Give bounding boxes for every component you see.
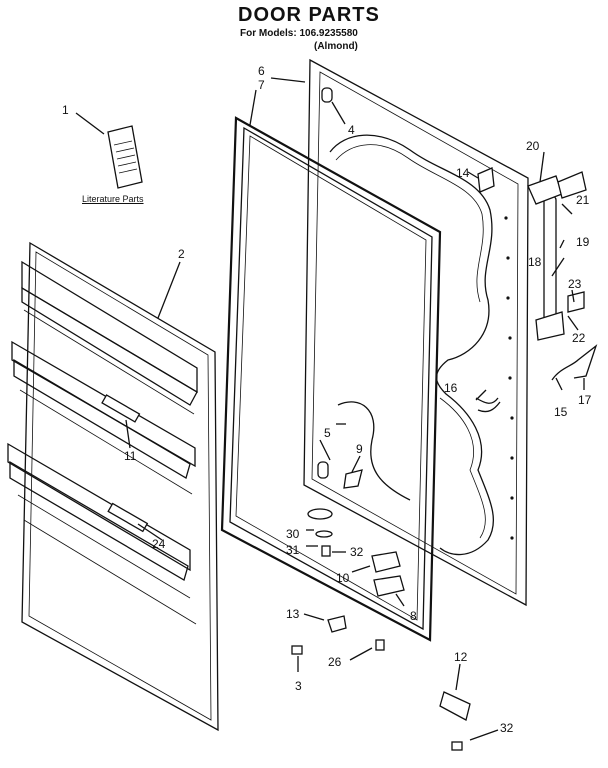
page-title: DOOR PARTS (238, 4, 380, 26)
callout-19: 19 (576, 235, 590, 249)
callout-14: 14 (456, 166, 470, 180)
callout-30: 30 (286, 527, 300, 541)
callout-8: 8 (410, 609, 417, 623)
callout-3: 3 (295, 679, 302, 693)
callout-7: 7 (258, 78, 265, 92)
door-gasket (220, 89, 442, 642)
literature-parts-label: Literature Parts (82, 194, 144, 204)
callout-4: 4 (348, 123, 355, 137)
callout-17: 17 (578, 393, 592, 407)
callout-16: 16 (444, 381, 458, 395)
color-line: (Almond) (314, 41, 358, 52)
callout-23: 23 (568, 277, 582, 291)
callout-numbers: 1 2 3 4 5 6 7 8 9 10 11 12 13 14 15 16 1… (62, 64, 592, 735)
callout-11: 11 (124, 449, 137, 463)
callout-2: 2 (178, 247, 185, 261)
outer-door-panel (270, 58, 529, 607)
door-liner (7, 241, 219, 732)
bottom-hardware (291, 455, 499, 751)
callout-10: 10 (336, 571, 350, 585)
callout-15: 15 (554, 405, 568, 419)
callout-22: 22 (572, 331, 586, 345)
models-line: For Models: 106.9235580 (240, 28, 358, 39)
callout-9: 9 (356, 442, 363, 456)
callout-31: 31 (286, 543, 300, 557)
literature-booklet (75, 112, 143, 189)
callout-32b: 32 (500, 721, 514, 735)
callout-13: 13 (286, 607, 300, 621)
callout-1: 1 (62, 103, 69, 117)
callout-26: 26 (328, 655, 342, 669)
callout-5: 5 (324, 426, 331, 440)
callout-12: 12 (454, 650, 468, 664)
callout-32a: 32 (350, 545, 364, 559)
callout-21: 21 (576, 193, 590, 207)
hinge-assembly (467, 151, 598, 413)
callout-20: 20 (526, 139, 540, 153)
callout-18: 18 (528, 255, 542, 269)
callout-6: 6 (258, 64, 265, 78)
callout-24: 24 (152, 537, 166, 551)
